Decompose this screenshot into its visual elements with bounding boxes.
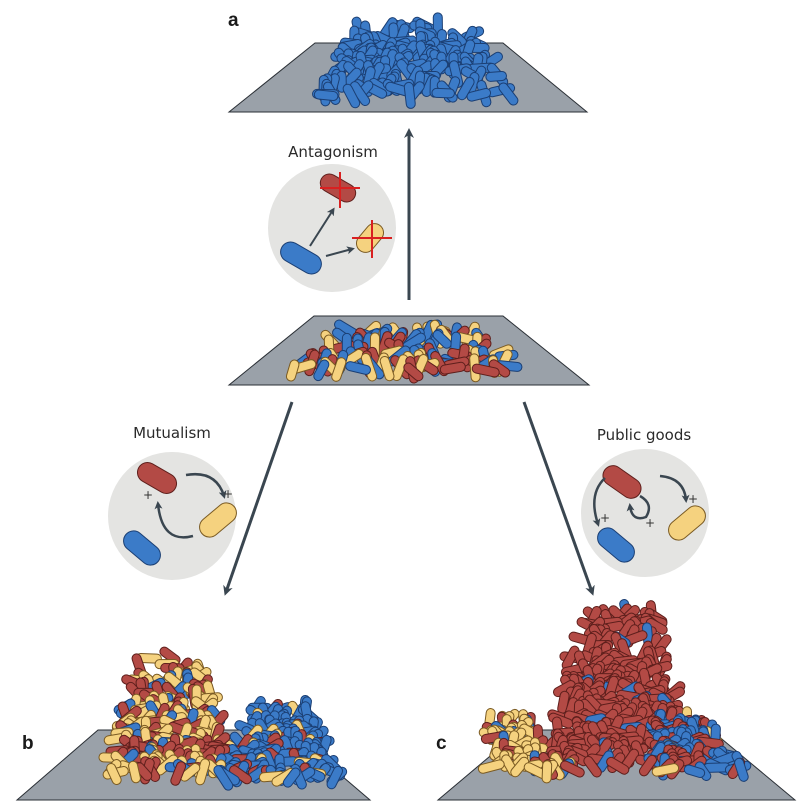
plus-sign: + <box>600 511 610 525</box>
blue-cell <box>456 76 475 101</box>
attack-arrow <box>309 207 335 247</box>
antagonism-label: Antagonism <box>288 143 378 161</box>
blue-cell <box>313 359 330 382</box>
main-arrows <box>223 128 595 596</box>
blue-cell <box>326 765 344 790</box>
public-goods-cell-pile <box>477 599 752 784</box>
blue-cell <box>342 83 361 109</box>
red-cell <box>602 465 642 499</box>
yellow-cell <box>651 763 680 777</box>
blue-cell <box>123 530 161 566</box>
blue-cell-pile <box>312 12 519 109</box>
blue-cell <box>280 241 322 275</box>
blue-cell <box>313 89 339 102</box>
benefit-arrow <box>154 501 194 539</box>
mutualism-inset: Mutualism + + <box>108 424 237 580</box>
yellow-cell <box>510 756 530 778</box>
blue-cell <box>282 767 301 788</box>
red-cell <box>638 754 658 777</box>
blue-cell <box>734 757 749 782</box>
mixed-cell-pile <box>285 319 523 384</box>
panel-letter-b: b <box>22 733 34 754</box>
yellow-cell <box>106 763 122 785</box>
panel-letter-a: a <box>228 10 239 31</box>
plus-sign: + <box>645 516 655 530</box>
yellow-cell <box>331 357 347 382</box>
red-cell <box>403 362 424 382</box>
yellow-cell <box>179 762 201 782</box>
red-cell <box>170 761 187 786</box>
blue-cell <box>345 361 372 375</box>
red-cell <box>471 363 500 378</box>
antagonism-inset: Antagonism <box>268 143 396 292</box>
public-goods-arrow <box>592 477 606 527</box>
yellow-cell <box>199 502 237 538</box>
red-cell <box>560 760 585 778</box>
blue-cell <box>466 87 492 102</box>
red-cell <box>136 462 178 494</box>
public-goods-label: Public goods <box>597 426 692 444</box>
benefit-arrow <box>185 472 227 499</box>
attack-arrow <box>325 246 355 257</box>
public-goods-inset: Public goods + + + <box>581 426 709 577</box>
yellow-cell <box>128 760 141 784</box>
blue-cell <box>485 70 508 82</box>
blue-cell <box>498 82 519 106</box>
yellow-cell <box>379 355 395 382</box>
yellow-cell <box>541 760 553 784</box>
mutualism-cell-pile <box>98 646 348 791</box>
plus-sign: + <box>143 488 153 502</box>
arrow-to-panel-b <box>223 401 294 596</box>
plus-sign: + <box>223 487 233 501</box>
public-goods-arrow <box>659 474 690 503</box>
blue-cell <box>213 765 234 791</box>
blue-cell <box>683 764 706 779</box>
plus-sign: + <box>688 492 698 506</box>
blue-cell <box>403 81 416 109</box>
yellow-cell <box>668 505 706 541</box>
arrow-to-panel-c <box>522 401 595 596</box>
panel-letter-c: c <box>436 733 447 754</box>
yellow-cell <box>477 759 505 774</box>
red-cell <box>583 755 602 778</box>
blue-cell <box>597 527 635 563</box>
mutualism-label: Mutualism <box>133 424 211 442</box>
red-cell <box>439 361 466 375</box>
red-cell <box>606 756 630 775</box>
self-benefit-arrow <box>626 494 651 520</box>
blue-cell <box>432 329 452 349</box>
yellow-cell <box>285 359 300 382</box>
blue-cell <box>431 87 455 99</box>
